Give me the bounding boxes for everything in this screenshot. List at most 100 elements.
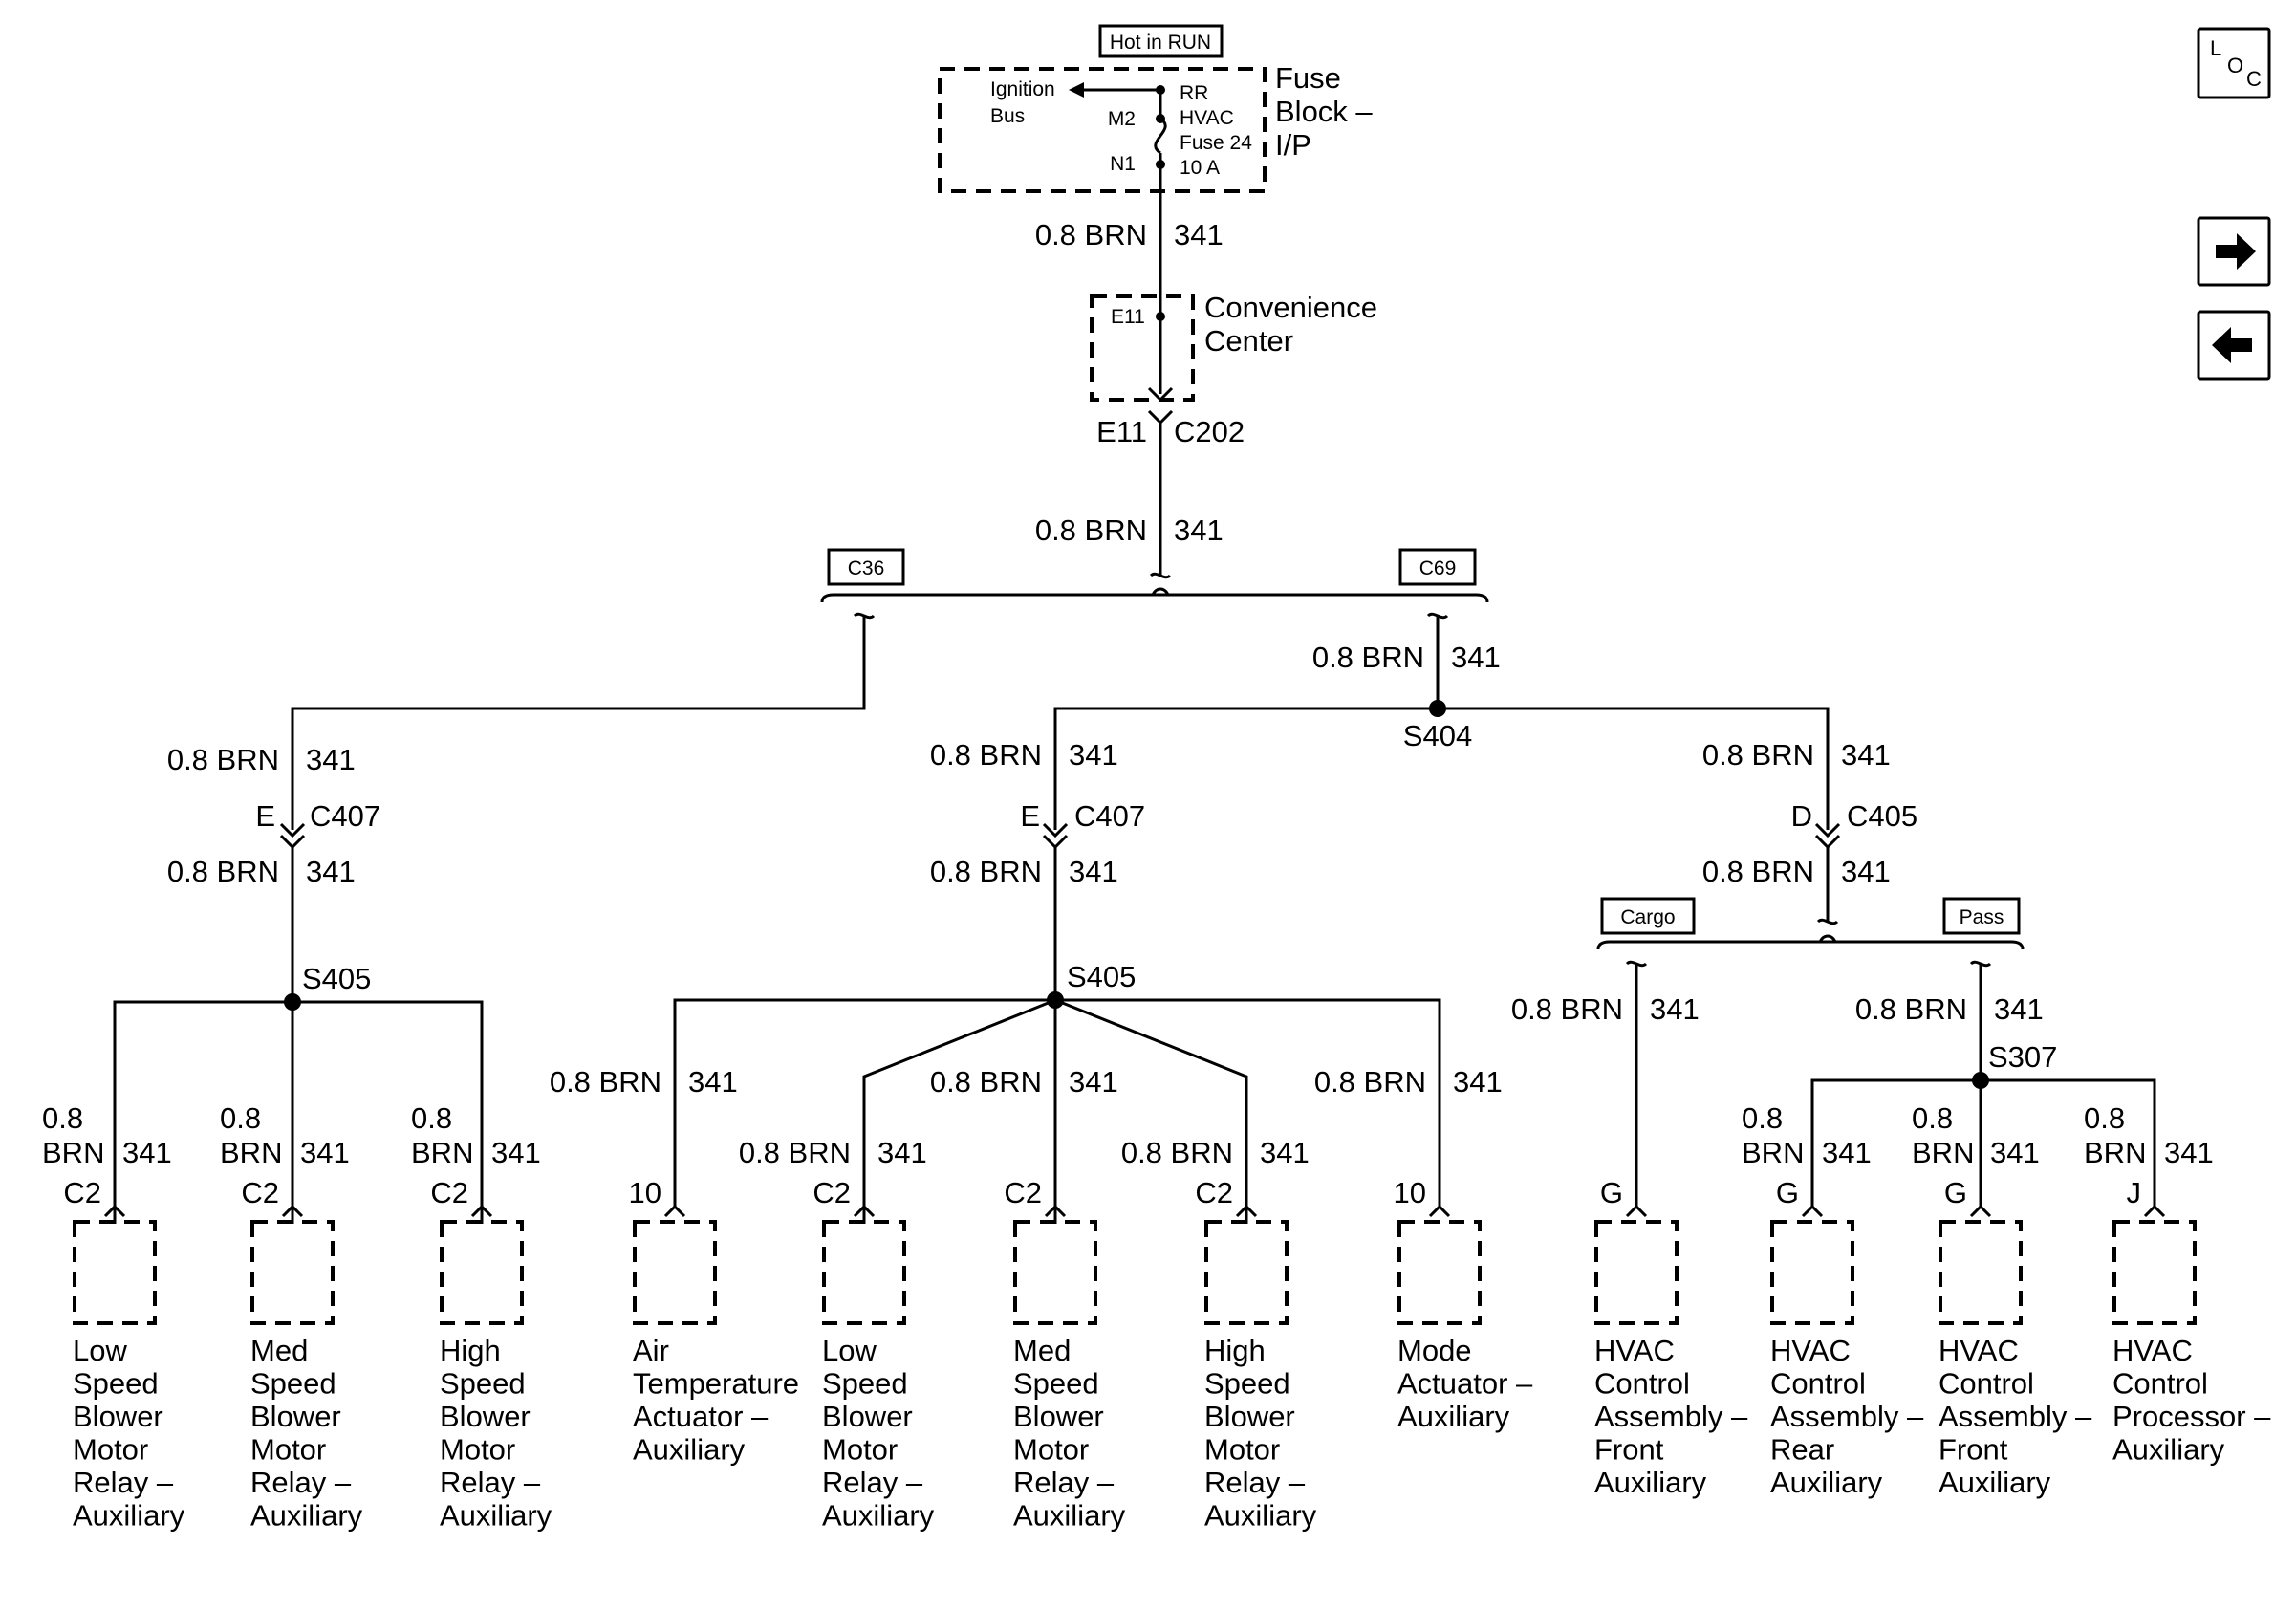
left-splice-bus — [113, 1000, 484, 1224]
component-pin-label: J — [2127, 1176, 2142, 1209]
wire-gauge-label: 0.8 BRN — [1312, 641, 1424, 674]
component-connector-icon — [470, 1204, 493, 1218]
option-c69-label: C69 — [1419, 557, 1457, 579]
fuse-block-name-3: I/P — [1275, 128, 1311, 162]
component-name-line: Temperature — [633, 1367, 799, 1401]
component-pin-label: C2 — [430, 1176, 468, 1209]
component-name-line: Actuator – — [1397, 1367, 1533, 1401]
convenience-center: E11 Convenience Center — [1090, 291, 1377, 403]
fuse-block-name-1: Fuse — [1275, 61, 1341, 95]
component-name-line: Relay – — [440, 1466, 541, 1499]
wire-circuit-label: 341 — [1451, 641, 1501, 674]
component-box — [1594, 1220, 1679, 1325]
component-name-line: Motor — [73, 1433, 148, 1467]
component-box — [633, 1220, 717, 1325]
pin-m2-label: M2 — [1108, 108, 1136, 130]
component-box — [1939, 1220, 2023, 1325]
wire-circuit-label: 341 — [1174, 513, 1224, 547]
component-connector-icon — [663, 1204, 686, 1218]
wire-circuit-label: 341 — [306, 855, 356, 888]
component-name-line: Air — [633, 1334, 669, 1367]
convenience-center-name-1: Convenience — [1204, 291, 1377, 324]
component-name-line: Relay – — [822, 1466, 923, 1499]
c407-mid-pin-label: E — [1020, 799, 1040, 833]
wire-gauge-label: 0.8 BRN — [1121, 1136, 1233, 1169]
component-name-line: HVAC — [1770, 1334, 1851, 1367]
splice-s405-mid-label: S405 — [1067, 960, 1136, 993]
component-name-line: Speed — [1204, 1367, 1290, 1401]
c405-name-label: C405 — [1847, 799, 1917, 833]
option-bar-c36-c69: C36 C69 — [820, 548, 1489, 620]
component-connector-icon — [2143, 1204, 2166, 1218]
component-name-line: Blower — [440, 1400, 531, 1433]
wire-gauge-label: 0.8 BRN — [550, 1065, 661, 1099]
convenience-center-outline — [1090, 294, 1195, 402]
wire-circuit-label: 341 — [1174, 218, 1224, 251]
component-name-line: Auxiliary — [1939, 1466, 2051, 1499]
component-name-line: Auxiliary — [1204, 1499, 1317, 1533]
component-name-line: Speed — [73, 1367, 159, 1401]
c407-mid-connector-icon — [1042, 822, 1069, 838]
wire-circuit-label: 341 — [1069, 855, 1118, 888]
component-name-line: Auxiliary — [1594, 1466, 1707, 1499]
component-name-line: Auxiliary — [250, 1499, 363, 1533]
component-name-line: HVAC — [1594, 1334, 1675, 1367]
component-name-line: Front — [1594, 1433, 1664, 1467]
component-name-line: High — [440, 1334, 501, 1367]
wire-circuit-label: 341 — [300, 1136, 350, 1169]
c36-branch-wire — [291, 616, 866, 830]
component-box — [73, 1220, 157, 1325]
wire-gauge-label: 0.8 BRN — [739, 1136, 851, 1169]
component-name-line: Assembly – — [1939, 1400, 2092, 1433]
component-name-line: Control — [1594, 1367, 1690, 1401]
option-bar-cargo-pass: Cargo Pass — [1596, 897, 2025, 968]
component-name-line: Auxiliary — [2112, 1433, 2225, 1467]
component-name-line: Mode — [1397, 1334, 1472, 1367]
option-c36-label: C36 — [848, 557, 885, 579]
component-name-line: Blower — [822, 1400, 913, 1433]
fuse-label-2: HVAC — [1180, 107, 1234, 129]
wire-circuit-label: 341 — [1994, 992, 2044, 1026]
wire-circuit-label: 341 — [1260, 1136, 1310, 1169]
wire-gauge-top-label: 0.8 — [1912, 1101, 1953, 1135]
c405-connector-icon — [1814, 822, 1841, 838]
option-pass-label: Pass — [1960, 906, 2004, 928]
component-connector-icon — [1235, 1204, 1258, 1218]
convenience-center-node — [1156, 312, 1165, 321]
component-box — [1204, 1220, 1289, 1325]
component-name-line: Relay – — [1204, 1466, 1306, 1499]
fuse-block: Hot in RUN Ignition Bus M2 N1 RR HVAC Fu… — [938, 24, 1373, 193]
wire-gauge-label: 0.8 BRN — [1702, 855, 1814, 888]
wire-circuit-label: 341 — [1069, 738, 1118, 772]
component-name-line: Relay – — [250, 1466, 352, 1499]
ignition-bus-label-2: Bus — [990, 105, 1025, 127]
wire-gauge-label: 0.8 BRN — [930, 1065, 1042, 1099]
arrow-left-icon — [2212, 327, 2252, 363]
loc-letter-o: O — [2227, 54, 2243, 77]
component-name-line: Motor — [822, 1433, 898, 1467]
ignition-bus-label-1: Ignition — [990, 78, 1055, 100]
c202-name-label: C202 — [1174, 415, 1245, 448]
cargo-pass-bracket-tick — [1818, 934, 1837, 943]
fuse-label-1: RR — [1180, 82, 1208, 104]
option-cargo-box — [1600, 897, 1696, 935]
component-name-line: Processor – — [2112, 1400, 2271, 1433]
wire-gauge-label: 0.8 BRN — [1511, 992, 1623, 1026]
wire-circuit-label: 341 — [1069, 1065, 1118, 1099]
location-button-frame[interactable] — [2197, 27, 2271, 99]
option-bracket-tick — [1151, 587, 1170, 596]
component-connector-icon — [1801, 1204, 1824, 1218]
next-button[interactable] — [2197, 216, 2271, 287]
wire-gauge-top-label: 0.8 — [1742, 1101, 1783, 1135]
location-button[interactable]: L O C — [2197, 27, 2271, 99]
mid-splice-diag-right — [1054, 998, 1248, 1224]
splice-s405-left-label: S405 — [302, 962, 371, 995]
wire-circuit-label: 341 — [877, 1136, 927, 1169]
previous-button[interactable] — [2197, 310, 2271, 381]
option-bracket — [820, 593, 1489, 603]
component-pin-label: G — [1600, 1176, 1623, 1209]
component-pin-label: C2 — [63, 1176, 101, 1209]
option-cargo-label: Cargo — [1620, 906, 1675, 928]
component-pin-label: C2 — [1004, 1176, 1042, 1209]
